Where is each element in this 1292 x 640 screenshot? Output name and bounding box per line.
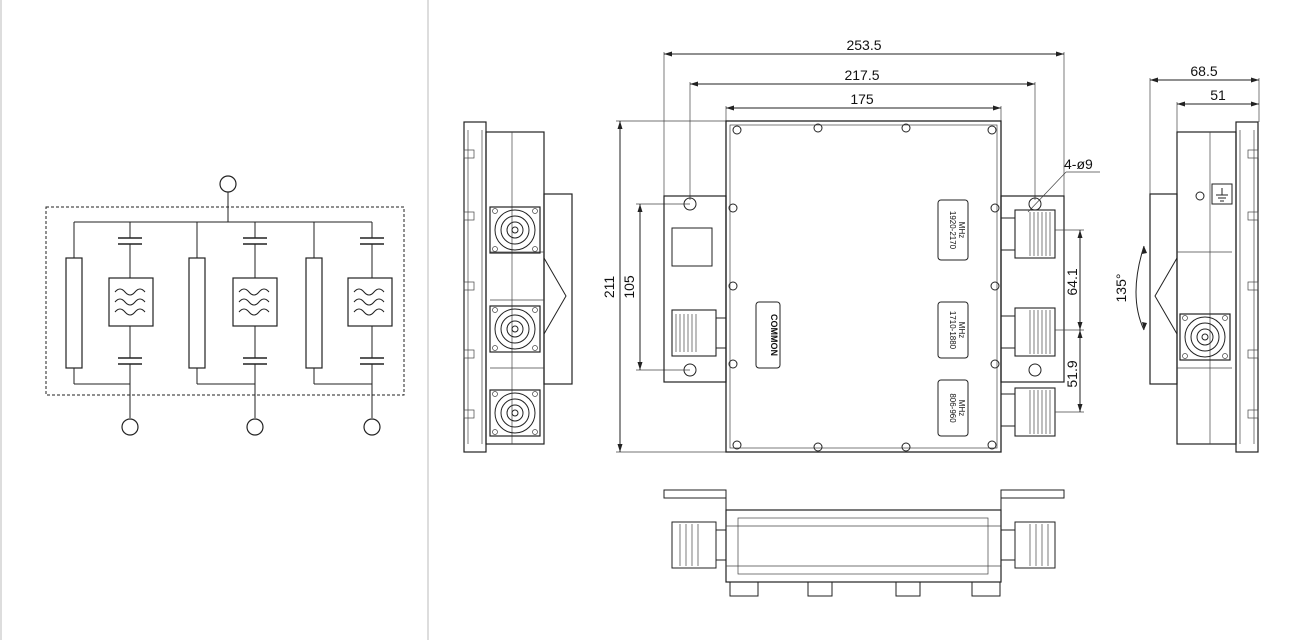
band-label-low: 806-960 MHz xyxy=(937,379,969,437)
common-port-terminal xyxy=(219,175,237,193)
filter-channel-2 xyxy=(188,222,278,436)
svg-text:MHz: MHz xyxy=(957,322,966,338)
dim-port-pitch-2-label: 51.9 xyxy=(1064,360,1080,387)
dim-depth-overall-label: 68.5 xyxy=(1190,63,1217,79)
dim-depth-body-label: 51 xyxy=(1210,87,1226,103)
left-side-view xyxy=(463,121,573,453)
n-connector-bottom xyxy=(489,389,541,437)
dim-port-pitch-1-label: 64.1 xyxy=(1064,268,1080,295)
band-label-mid: 1710-1880 MHz xyxy=(937,301,969,359)
dim-connector-angle: 135° xyxy=(1113,245,1147,331)
bandpass-filter-1 xyxy=(108,277,154,327)
mount-hole-bottom-right xyxy=(1028,363,1042,377)
common-label: COMMON xyxy=(769,314,779,356)
svg-text:1920-2170: 1920-2170 xyxy=(948,211,957,250)
bottom-connector-left xyxy=(671,521,727,569)
dim-connector-angle-label: 135° xyxy=(1113,274,1129,303)
schematic-diagram xyxy=(45,175,405,436)
dim-depth-body: 51 xyxy=(1176,87,1259,196)
combiner-body xyxy=(725,120,1002,453)
ground-icon xyxy=(1211,183,1233,205)
svg-text:MHz: MHz xyxy=(957,400,966,416)
svg-text:806-960: 806-960 xyxy=(948,393,957,423)
dim-height-label: 211 xyxy=(601,276,617,299)
svg-text:MHz: MHz xyxy=(957,222,966,238)
resonator-1 xyxy=(65,257,83,369)
dim-mount-height: 105 xyxy=(621,203,690,371)
output-port-1 xyxy=(121,418,139,436)
hole-callout: 4-ø9 xyxy=(1027,156,1100,213)
dim-overall-width: 253.5 xyxy=(663,37,1065,196)
dim-mount-pitch-label: 217.5 xyxy=(844,67,879,83)
label-plate xyxy=(671,227,713,267)
filter-channel-1 xyxy=(65,222,154,436)
band-label-high: 1920-2170 MHz xyxy=(937,199,969,261)
port-connector-low xyxy=(1000,387,1056,437)
resonator-2 xyxy=(188,257,206,369)
body-screws xyxy=(728,123,1000,452)
schematic-enclosure xyxy=(45,206,405,396)
n-connector-side xyxy=(1179,313,1231,361)
bottom-body xyxy=(725,509,1002,583)
dim-port-pitch: 64.1 51.9 xyxy=(1055,229,1084,413)
right-side-view: 68.5 51 xyxy=(1113,63,1260,453)
filter-channel-3 xyxy=(305,222,393,436)
mount-hole-top-left xyxy=(683,197,697,211)
svg-text:1710-1880: 1710-1880 xyxy=(948,311,957,350)
bottom-connector-right xyxy=(1000,521,1056,569)
ground-screw xyxy=(1195,191,1205,201)
common-port-connector xyxy=(671,309,727,357)
dim-overall-width-label: 253.5 xyxy=(846,37,881,53)
front-view: 253.5 217.5 175 211 xyxy=(601,37,1100,453)
dim-mount-height-label: 105 xyxy=(621,275,637,299)
resonator-3 xyxy=(305,257,323,369)
hole-callout-label: 4-ø9 xyxy=(1064,156,1093,172)
mount-flange-left xyxy=(663,195,727,383)
common-label-box: COMMON xyxy=(755,301,781,369)
dim-height: 211 xyxy=(601,120,726,453)
bandpass-filter-3 xyxy=(347,277,393,327)
output-port-2 xyxy=(246,418,264,436)
dim-depth-overall: 68.5 xyxy=(1149,63,1260,194)
port-connector-high xyxy=(1000,209,1056,259)
dim-body-width-label: 175 xyxy=(850,91,874,107)
mount-hole-bottom-left xyxy=(683,363,697,377)
output-port-3 xyxy=(363,418,381,436)
n-connector-top xyxy=(489,206,541,254)
dim-body-width: 175 xyxy=(725,91,1002,124)
port-connector-mid xyxy=(1000,307,1056,357)
dim-mount-pitch: 217.5 xyxy=(689,67,1036,200)
n-connector-middle xyxy=(489,305,541,353)
bottom-view xyxy=(663,489,1065,597)
